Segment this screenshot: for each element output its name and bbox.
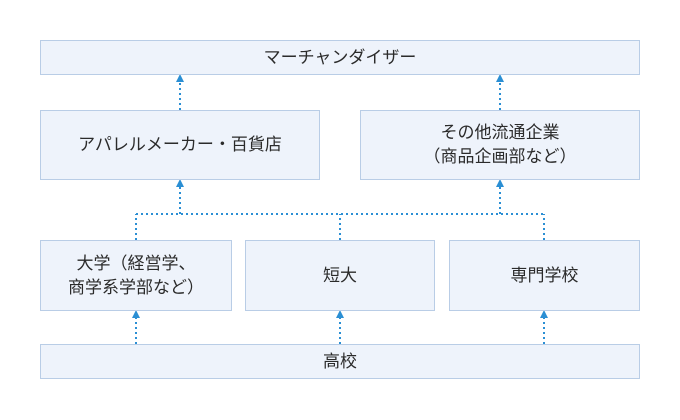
node-junior-college: 短大 bbox=[245, 240, 435, 311]
node-merchandiser: マーチャンダイザー bbox=[40, 40, 640, 75]
node-vocational-school: 専門学校 bbox=[449, 240, 640, 311]
node-university: 大学（経営学、 商学系学部など） bbox=[40, 240, 232, 311]
node-high-school: 高校 bbox=[40, 344, 640, 379]
node-other-distribution: その他流通企業 （商品企画部など） bbox=[360, 110, 640, 180]
node-apparel-department-store: アパレルメーカー・百貨店 bbox=[40, 110, 320, 180]
